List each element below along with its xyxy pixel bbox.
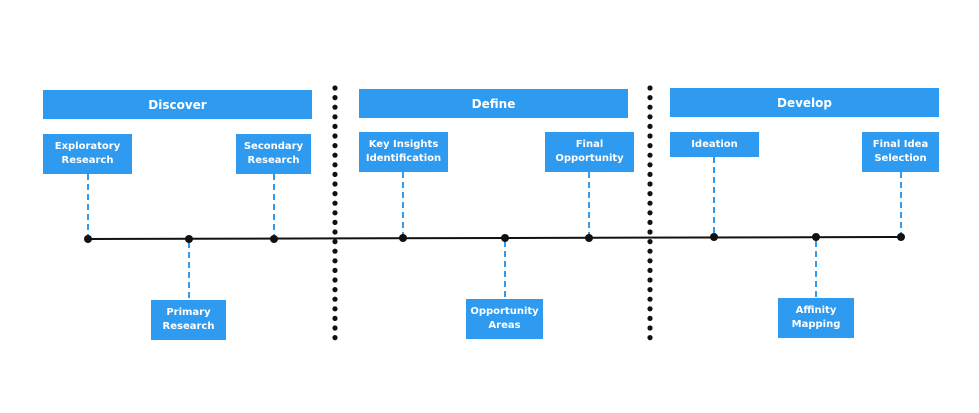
separator-dot [332,296,338,302]
step-label: Final Idea Selection [872,139,929,164]
phase-label: Define [471,96,516,111]
separator-dot [332,104,338,110]
separator-dot [647,335,653,341]
separator-dot [332,306,338,312]
step-secondary-research: Secondary Research [236,134,311,174]
timeline-node [84,235,92,243]
separator-dot [332,162,338,168]
separator-dot [332,277,338,283]
separator-dot [647,315,653,321]
separator-dot [647,267,653,273]
separator-dot [647,143,653,149]
step-label: Ideation [691,138,738,150]
separator-dot [647,296,653,302]
timeline-node [501,234,509,242]
separator-dot [647,229,653,235]
phase-header-define: Define [359,89,628,118]
step-label: Affinity Mapping [791,305,841,330]
phase-header-develop: Develop [670,88,939,117]
step-label: Secondary Research [243,141,304,166]
separator-dot [332,114,338,120]
separator-dot [332,181,338,187]
separator-dot [647,181,653,187]
step-final-opportunity: Final Opportunity [545,132,634,172]
separator-dot [332,143,338,149]
separator-dot [332,248,338,254]
timeline-line [87,236,902,240]
separator-dot [647,104,653,110]
separator-dot [332,85,338,91]
separator-dot [332,335,338,341]
separator-dot [332,287,338,293]
step-label: Key Insights Identification [365,139,442,164]
timeline-node [710,233,718,241]
timeline-node [812,233,820,241]
separator-dot [647,258,653,264]
timeline-node [185,235,193,243]
step-primary-research: Primary Research [151,300,226,340]
step-exploratory-research: Exploratory Research [43,134,132,174]
separator-dot [647,325,653,331]
step-affinity-mapping: Affinity Mapping [778,298,854,338]
timeline-node [897,233,905,241]
separator-dot [647,200,653,206]
separator-dot [332,229,338,235]
separator-dot [647,219,653,225]
separator-dot [647,287,653,293]
separator-dot [332,325,338,331]
separator-dot [332,152,338,158]
separator-dot [647,248,653,254]
separator-dot [332,219,338,225]
separator-dot [647,85,653,91]
phase-label: Discover [148,97,207,112]
step-key-insights-identification: Key Insights Identification [359,132,448,172]
timeline-node [399,234,407,242]
step-label: Primary Research [162,307,215,332]
separator-dot [332,171,338,177]
separator-dot [332,133,338,139]
step-opportunity-areas: Opportunity Areas [466,299,543,339]
separator-dot [332,258,338,264]
separator-dot [332,95,338,101]
step-label: Opportunity Areas [470,306,539,331]
separator-dot [647,306,653,312]
separator-dot [647,191,653,197]
phase-separator-define-develop [647,85,653,341]
separator-dot [647,277,653,283]
step-ideation: Ideation [670,132,759,157]
separator-dot [332,191,338,197]
separator-dot [332,315,338,321]
step-label: Exploratory Research [54,141,121,166]
separator-dot [332,239,338,245]
step-label: Final Opportunity [555,139,624,164]
separator-dot [332,123,338,129]
step-final-idea-selection: Final Idea Selection [862,132,939,172]
separator-dot [647,114,653,120]
separator-dot [647,152,653,158]
separator-dot [332,267,338,273]
separator-dot [332,200,338,206]
separator-dot [647,171,653,177]
separator-dot [647,133,653,139]
phase-separator-discover-define [332,85,338,341]
phase-label: Develop [776,95,832,110]
separator-dot [647,123,653,129]
timeline-node [270,235,278,243]
separator-dot [332,210,338,216]
separator-dot [647,210,653,216]
phase-header-discover: Discover [43,90,312,119]
timeline-node [585,234,593,242]
separator-dot [647,239,653,245]
separator-dot [647,95,653,101]
separator-dot [647,162,653,168]
